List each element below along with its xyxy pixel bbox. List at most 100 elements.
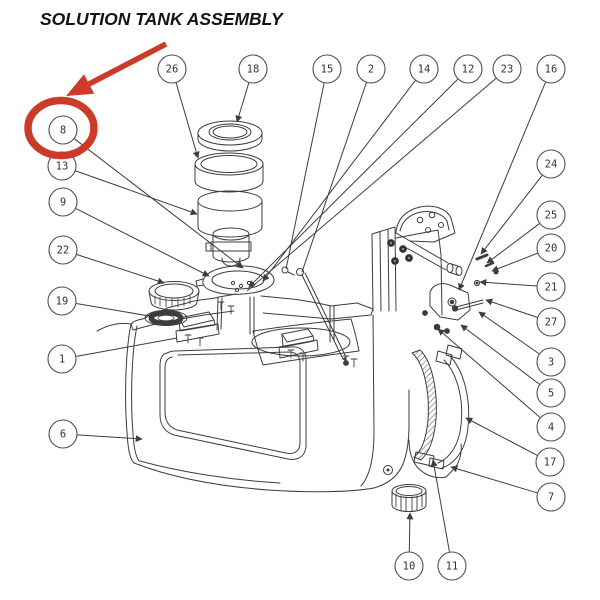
- balloon-4: 4: [536, 412, 566, 442]
- leader-line-2: [301, 82, 367, 273]
- balloon-number-7: 7: [548, 492, 554, 504]
- balloon-8: 8: [48, 115, 78, 145]
- leader-line-14: [262, 80, 416, 282]
- tank-lid-stack: [194, 120, 275, 295]
- balloon-number-12: 12: [462, 64, 475, 76]
- balloon-17: 17: [535, 447, 565, 477]
- balloon-9: 9: [48, 187, 78, 217]
- balloon-number-15: 15: [321, 64, 334, 76]
- balloon-7: 7: [536, 482, 566, 512]
- leader-line-19: [76, 302, 156, 318]
- balloon-number-23: 23: [501, 64, 514, 76]
- leader-line-18: [235, 82, 250, 123]
- balloon-circle-25: [536, 200, 566, 230]
- balloon-number-22: 22: [57, 245, 70, 257]
- leader-line-23: [246, 78, 497, 292]
- leader-line-25: [486, 223, 540, 264]
- balloon-circle-22: [48, 235, 78, 265]
- leader-line-12: [248, 78, 459, 288]
- leader-line-15: [285, 83, 325, 270]
- balloon-circle-16: [536, 54, 566, 84]
- balloon-circle-6: [48, 419, 78, 449]
- balloon-circle-5: [536, 378, 566, 408]
- leader-line-22: [76, 254, 165, 285]
- leader-line-26: [175, 82, 200, 159]
- balloon-circle-10: [394, 551, 424, 581]
- balloon-number-24: 24: [545, 159, 558, 171]
- balloon-circle-17: [535, 447, 565, 477]
- balloon-number-27: 27: [545, 317, 558, 329]
- balloon-circle-7: [536, 482, 566, 512]
- leader-line-7: [450, 465, 538, 494]
- balloon-number-3: 3: [548, 357, 554, 369]
- leader-line-27: [485, 298, 538, 318]
- leader-lines: [74, 78, 546, 552]
- balloon-circle-2: [356, 54, 386, 84]
- balloon-12: 12: [453, 54, 483, 84]
- filler-cap: [391, 484, 427, 512]
- leader-line-8: [74, 138, 244, 269]
- balloon-15: 15: [312, 54, 342, 84]
- leader-line-24: [480, 175, 543, 255]
- balloon-circle-20: [536, 233, 566, 263]
- balloon-number-26: 26: [166, 64, 179, 76]
- leader-line-17: [465, 417, 538, 456]
- balloon-circle-19: [47, 286, 77, 316]
- highlight-ellipse: [24, 96, 98, 160]
- balloon-21: 21: [536, 272, 566, 302]
- balloon-number-6: 6: [60, 429, 66, 441]
- page-title: SOLUTION TANK ASSEMBLY: [40, 9, 283, 29]
- balloon-10: 10: [394, 551, 424, 581]
- balloon-26: 26: [157, 54, 187, 84]
- balloon-number-17: 17: [544, 457, 557, 469]
- highlight-arrow-shaft: [87, 41, 168, 87]
- balloon-19: 19: [47, 286, 77, 316]
- balloon-circle-27: [536, 307, 566, 337]
- balloon-number-21: 21: [545, 282, 558, 294]
- balloon-number-25: 25: [545, 210, 558, 222]
- balloon-25: 25: [536, 200, 566, 230]
- balloon-1: 1: [47, 344, 77, 374]
- balloon-circle-21: [536, 272, 566, 302]
- exploded-view-drawing: [96, 120, 499, 512]
- balloon-18: 18: [238, 54, 268, 84]
- leader-line-5: [460, 324, 540, 385]
- balloon-number-1: 1: [59, 354, 65, 366]
- balloon-number-10: 10: [403, 561, 416, 573]
- balloon-number-11: 11: [446, 561, 459, 573]
- balloon-number-18: 18: [247, 64, 260, 76]
- strainer-and-opening: [144, 281, 200, 326]
- leader-line-9: [75, 208, 210, 277]
- leader-line-1: [76, 337, 178, 357]
- balloon-number-19: 19: [56, 296, 69, 308]
- balloon-5: 5: [536, 378, 566, 408]
- leader-line-21: [479, 278, 537, 287]
- balloon-number-2: 2: [368, 64, 374, 76]
- balloon-circle-1: [47, 344, 77, 374]
- balloon-14: 14: [409, 54, 439, 84]
- leader-line-16: [458, 82, 546, 291]
- balloon-16: 16: [536, 54, 566, 84]
- balloon-27: 27: [536, 307, 566, 337]
- balloon-11: 11: [437, 551, 467, 581]
- balloon-number-4: 4: [548, 422, 554, 434]
- rear-bracket-assembly: [371, 205, 499, 334]
- balloon-circle-23: [492, 54, 522, 84]
- balloon-circle-15: [312, 54, 342, 84]
- balloon-23: 23: [492, 54, 522, 84]
- highlight-annotation: [24, 41, 168, 160]
- balloon-6: 6: [48, 419, 78, 449]
- balloon-number-20: 20: [545, 243, 558, 255]
- leader-line-13: [75, 170, 198, 216]
- leader-line-10: [406, 512, 414, 552]
- balloon-circle-8: [48, 115, 78, 145]
- balloon-number-14: 14: [418, 64, 431, 76]
- balloon-circle-11: [437, 551, 467, 581]
- balloon-circle-18: [238, 54, 268, 84]
- balloon-circle-3: [536, 347, 566, 377]
- balloon-22: 22: [48, 235, 78, 265]
- balloon-number-9: 9: [60, 197, 66, 209]
